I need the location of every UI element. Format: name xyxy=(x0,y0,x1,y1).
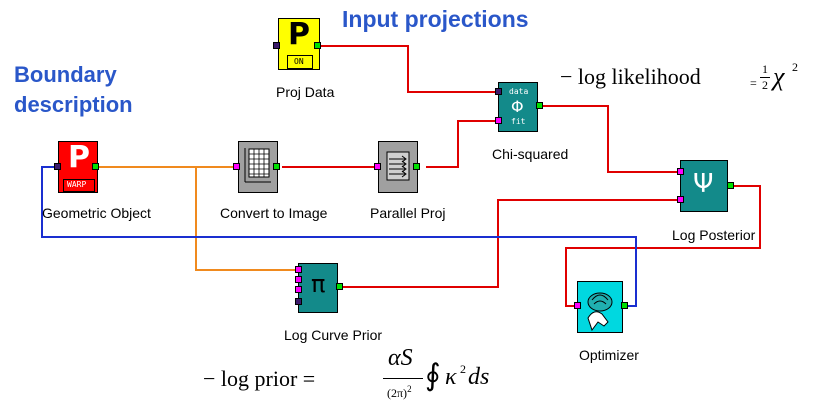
convert-to-image-node[interactable] xyxy=(238,141,278,193)
proj-data-label: Proj Data xyxy=(276,84,335,100)
warp-badge-text: WARP xyxy=(67,180,87,189)
log-curve-prior-label: Log Curve Prior xyxy=(284,327,383,343)
prior-lhs: − log prior = xyxy=(203,366,316,391)
log-curve-prior-in-port-4[interactable] xyxy=(295,298,302,305)
likelihood-fraction-bar xyxy=(760,77,770,78)
optimizer-label: Optimizer xyxy=(579,347,639,363)
geometric-object-out-port[interactable] xyxy=(92,163,99,170)
likelihood-equation: − log likelihood xyxy=(560,64,701,90)
chi-squared-out-port[interactable] xyxy=(536,102,543,109)
log-curve-prior-node[interactable]: π xyxy=(298,263,338,313)
wire-chisquared-to-logposterior xyxy=(543,105,677,173)
proj-data-out-port[interactable] xyxy=(314,42,321,49)
likelihood-chi: χ xyxy=(773,62,785,91)
optimizer-node[interactable] xyxy=(577,281,623,333)
heading-description: description xyxy=(14,92,133,117)
on-badge: ON xyxy=(287,55,313,69)
parallel-arrows-icon xyxy=(386,151,410,181)
phi-icon: Φ xyxy=(511,97,524,116)
wire-logprior-to-logposterior xyxy=(342,199,677,288)
parallel-proj-out-port[interactable] xyxy=(413,163,420,170)
parallel-proj-label: Parallel Proj xyxy=(370,205,446,221)
prior-denominator: (2π)2 xyxy=(387,384,412,401)
likelihood-chi-sup: 2 xyxy=(792,60,798,74)
log-curve-prior-in-port-1[interactable] xyxy=(295,266,302,273)
log-curve-prior-in-port-3[interactable] xyxy=(295,286,302,293)
likelihood-lhs: − log likelihood xyxy=(560,64,701,89)
on-badge-text: ON xyxy=(294,57,304,66)
log-curve-prior-in-port-2[interactable] xyxy=(295,276,302,283)
log-posterior-node[interactable]: Ψ xyxy=(680,160,728,212)
geometric-object-label: Geometric Object xyxy=(42,205,151,221)
prior-kappa-sup: 2 xyxy=(460,362,466,376)
chi-squared-node[interactable]: data Φ fit xyxy=(498,82,538,132)
prior-numerator: αS xyxy=(388,345,413,371)
prior-ds: ds xyxy=(468,364,490,390)
wire-parallelproj-to-chisquared xyxy=(426,120,495,168)
pi-icon: π xyxy=(311,270,326,298)
prior-den-base: (2π) xyxy=(387,386,408,400)
chi-squared-fit-port[interactable] xyxy=(495,117,502,124)
wire-projdata-to-chisquared xyxy=(320,45,495,93)
likelihood-equals: = xyxy=(750,76,757,90)
log-posterior-out-port[interactable] xyxy=(727,182,734,189)
chi-squared-label: Chi-squared xyxy=(492,146,569,162)
heading-boundary: Boundary xyxy=(14,62,117,87)
likelihood-fraction-num: 1 xyxy=(762,62,768,76)
chi-squared-data-port[interactable] xyxy=(495,88,502,95)
p-logo-icon: P xyxy=(68,140,90,175)
chi-squared-data-text: data xyxy=(509,87,529,96)
optimizer-out-port[interactable] xyxy=(621,302,628,309)
prior-fraction-bar xyxy=(383,378,423,379)
prior-integral-icon: ∮ xyxy=(425,359,441,392)
log-posterior-in-port-1[interactable] xyxy=(677,168,684,175)
likelihood-fraction-den: 2 xyxy=(762,78,768,92)
chi-squared-fit-text: fit xyxy=(511,117,526,126)
convert-to-image-label: Convert to Image xyxy=(220,205,328,221)
psi-icon: Ψ xyxy=(693,169,714,199)
p-logo-icon: P xyxy=(288,17,310,52)
grid-icon xyxy=(244,148,271,183)
heading-input-projections: Input projections xyxy=(342,6,529,32)
wire-logposterior-to-optimizer xyxy=(565,185,761,307)
prior-den-sup: 2 xyxy=(407,384,412,394)
geometric-object-in-port[interactable] xyxy=(54,163,61,170)
log-posterior-in-port-2[interactable] xyxy=(677,196,684,203)
log-curve-prior-out-port[interactable] xyxy=(336,283,343,290)
parallel-proj-node[interactable] xyxy=(378,141,418,193)
log-posterior-label: Log Posterior xyxy=(672,227,756,243)
wire-optimizer-to-geometric xyxy=(41,166,637,307)
wire-geometric-to-logprior xyxy=(195,167,295,271)
optimizer-in-port[interactable] xyxy=(574,302,581,309)
convert-to-image-out-port[interactable] xyxy=(273,163,280,170)
parallel-proj-in-port[interactable] xyxy=(374,163,381,170)
warp-badge: WARP xyxy=(63,179,95,192)
optimizer-hand-icon xyxy=(587,292,613,332)
proj-data-in-port[interactable] xyxy=(273,42,280,49)
convert-to-image-in-port[interactable] xyxy=(233,163,240,170)
prior-kappa: κ xyxy=(445,364,457,390)
